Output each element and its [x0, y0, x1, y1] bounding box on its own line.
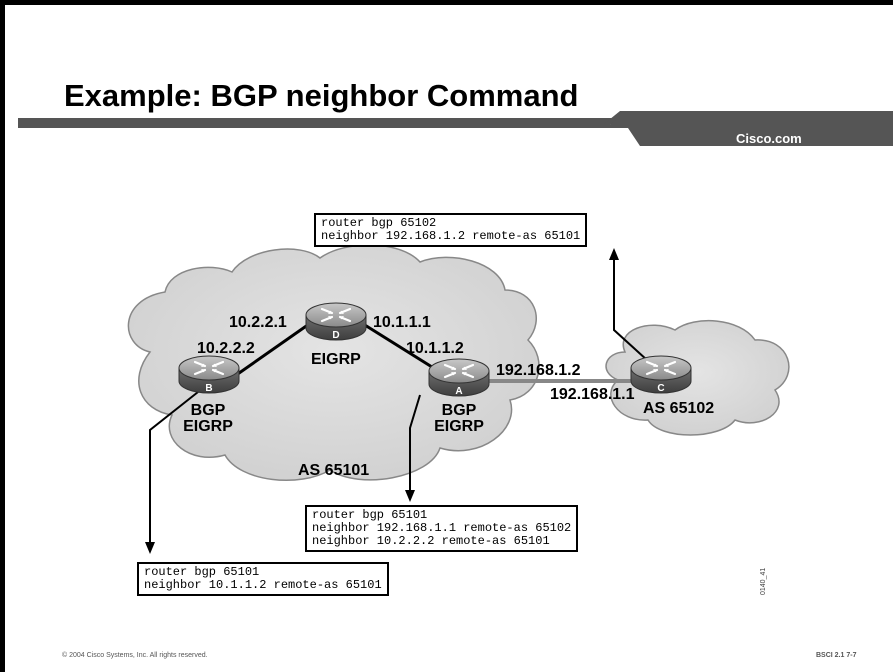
as65102-label: AS 65102 — [643, 400, 714, 417]
config-box-b: router bgp 65101 neighbor 10.1.1.2 remot… — [137, 562, 389, 596]
router-d-protocol: EIGRP — [311, 351, 361, 368]
router-b-protocol-2: EIGRP — [183, 418, 233, 435]
config-b-line: neighbor 10.1.1.2 remote-as 65101 — [144, 578, 382, 592]
router-d-left-ip: 10.2.2.1 — [229, 314, 287, 331]
router-a-left-ip: 10.1.1.2 — [406, 340, 464, 357]
router-b-letter: B — [205, 383, 212, 394]
arrow-c-config — [613, 256, 659, 371]
router-c-letter: C — [657, 383, 664, 394]
as65102-cloud — [605, 319, 790, 436]
arrow-c-head — [609, 248, 619, 260]
config-a-line: neighbor 192.168.1.1 remote-as 65102 — [312, 521, 572, 535]
router-a-protocol-1: BGP — [442, 402, 477, 419]
router-b-protocol-1: BGP — [191, 402, 226, 419]
arrow-a-config — [409, 394, 421, 494]
header-bar — [18, 111, 893, 146]
config-c-line: router bgp 65102 — [321, 216, 437, 230]
as65101-cloud — [127, 244, 540, 481]
arrow-b-head — [145, 542, 155, 554]
figure-id: 0140_41 — [760, 568, 767, 595]
slide-title: Example: BGP neighbor Command — [64, 78, 579, 113]
link-b-d — [231, 320, 313, 380]
config-box-a: router bgp 65101 neighbor 192.168.1.1 re… — [305, 505, 579, 552]
router-c: C — [630, 355, 692, 395]
router-a-protocol-2: EIGRP — [434, 418, 484, 435]
config-c-line: neighbor 192.168.1.2 remote-as 65101 — [321, 229, 581, 243]
config-a-line: neighbor 10.2.2.2 remote-as 65101 — [312, 534, 550, 548]
config-box-c: router bgp 65102 neighbor 192.168.1.2 re… — [314, 213, 588, 247]
brand-label: Cisco.com — [736, 131, 802, 146]
slide-top-border — [0, 0, 893, 5]
copyright-footer: © 2004 Cisco Systems, Inc. All rights re… — [62, 652, 208, 659]
slide-left-border — [0, 0, 5, 672]
router-d: D — [305, 302, 367, 342]
router-a-right-ip: 192.168.1.2 — [496, 362, 581, 379]
arrow-a-head — [405, 490, 415, 502]
router-d-right-ip: 10.1.1.1 — [373, 314, 431, 331]
course-ref-footer: BSCI 2.1 7-7 — [816, 652, 857, 659]
config-a-line: router bgp 65101 — [312, 508, 428, 522]
config-b-line: router bgp 65101 — [144, 565, 260, 579]
router-a: A — [428, 358, 490, 398]
router-b: B — [178, 355, 240, 395]
router-d-letter: D — [332, 330, 339, 341]
router-c-ip: 192.168.1.1 — [550, 386, 635, 403]
router-b-ip: 10.2.2.2 — [197, 340, 255, 357]
link-d-a — [359, 320, 441, 374]
as65101-label: AS 65101 — [298, 462, 369, 479]
arrow-b-config — [149, 391, 199, 546]
router-a-letter: A — [455, 386, 462, 397]
